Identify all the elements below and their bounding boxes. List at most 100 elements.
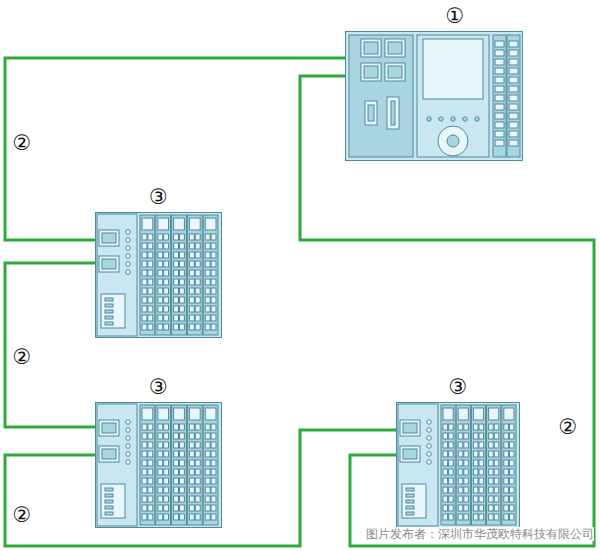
terminal: [443, 514, 448, 520]
terminal: [494, 505, 499, 511]
terminal: [195, 469, 200, 475]
terminal: [205, 324, 210, 330]
io-module-housing: [96, 213, 222, 338]
terminal: [195, 315, 200, 321]
terminal: [180, 252, 185, 258]
terminal: [479, 478, 484, 484]
terminal: [195, 261, 200, 267]
terminal: [449, 469, 454, 475]
terminal: [148, 442, 153, 448]
function-button: [463, 117, 467, 121]
terminal: [504, 487, 509, 493]
terminal: [211, 261, 216, 267]
terminal: [464, 424, 469, 430]
terminal: [494, 487, 499, 493]
terminal: [479, 451, 484, 457]
ethernet-port: [400, 420, 420, 436]
function-button: [427, 117, 431, 121]
terminal: [164, 442, 169, 448]
nav-keypad: [438, 126, 468, 156]
terminal: [495, 68, 504, 74]
terminal: [174, 270, 179, 276]
terminal: [174, 288, 179, 294]
terminal: [164, 252, 169, 258]
terminal: [189, 261, 194, 267]
terminal: [458, 433, 463, 439]
terminal: [174, 469, 179, 475]
terminal: [473, 496, 478, 502]
terminal: [205, 297, 210, 303]
terminal: [142, 496, 147, 502]
terminal: [443, 505, 448, 511]
terminal: [189, 297, 194, 303]
terminal: [158, 433, 163, 439]
status-led: [427, 428, 432, 433]
terminal: [164, 460, 169, 466]
terminal: [449, 496, 454, 502]
terminal: [195, 496, 200, 502]
terminal: [458, 505, 463, 511]
callout-number: ②: [558, 416, 579, 438]
terminal: [142, 442, 147, 448]
terminal: [180, 442, 185, 448]
terminal: [180, 261, 185, 267]
ethernet-port: [361, 39, 381, 57]
terminal: [205, 315, 210, 321]
dip-switch: [105, 494, 113, 497]
terminal: [142, 234, 147, 240]
terminal: [443, 451, 448, 457]
terminal: [180, 279, 185, 285]
terminal: [189, 306, 194, 312]
terminal: [142, 297, 147, 303]
address-panel: [101, 484, 125, 518]
slice-label: [443, 408, 453, 420]
terminal-block: [493, 35, 506, 157]
slice-label: [189, 408, 200, 420]
status-led: [126, 230, 131, 235]
terminal: [504, 451, 509, 457]
terminal: [180, 496, 185, 502]
module-drawing: [396, 402, 520, 528]
terminal: [489, 514, 494, 520]
slice-label: [504, 408, 514, 420]
terminal: [473, 442, 478, 448]
terminal: [464, 442, 469, 448]
terminal: [211, 279, 216, 285]
terminal: [164, 306, 169, 312]
io-slice: [456, 405, 470, 525]
dip-switch: [105, 488, 113, 491]
terminal: [158, 279, 163, 285]
terminal: [148, 252, 153, 258]
terminal: [509, 104, 518, 110]
terminal: [148, 288, 153, 294]
terminal: [211, 297, 216, 303]
port-socket: [364, 66, 378, 78]
terminal: [458, 442, 463, 448]
port-socket: [102, 423, 116, 433]
slice-label: [205, 408, 216, 420]
terminal: [189, 442, 194, 448]
terminal: [195, 424, 200, 430]
module-drawing: [95, 212, 222, 338]
terminal: [504, 505, 509, 511]
terminal: [189, 424, 194, 430]
terminal: [205, 469, 210, 475]
terminal: [509, 424, 514, 430]
terminal: [158, 487, 163, 493]
terminal: [174, 478, 179, 484]
terminal: [189, 460, 194, 466]
io-slice: [441, 405, 455, 525]
terminal: [494, 424, 499, 430]
terminal: [158, 243, 163, 249]
terminal: [180, 505, 185, 511]
terminal: [205, 306, 210, 312]
slice-label: [205, 218, 216, 230]
terminal: [489, 496, 494, 502]
terminal: [479, 505, 484, 511]
terminal: [148, 460, 153, 466]
dip-switch: [406, 488, 414, 491]
terminal: [489, 478, 494, 484]
terminal: [205, 424, 210, 430]
dip-switch: [105, 506, 113, 509]
terminal: [509, 95, 518, 101]
